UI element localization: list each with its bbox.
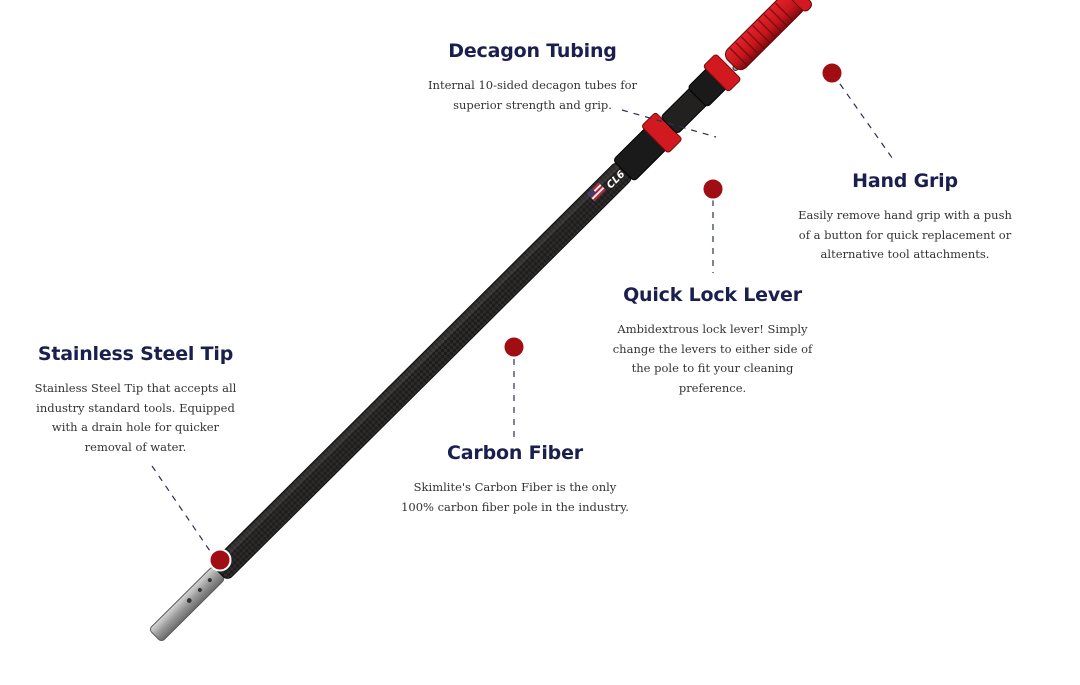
hand-grip bbox=[724, 0, 805, 71]
leader-line-decagon bbox=[621, 109, 717, 138]
hotspot-carbon[interactable] bbox=[502, 335, 526, 359]
tip-hole bbox=[197, 588, 202, 593]
callout-stainless-steel-tip: Stainless Steel Tip Stainless Steel Tip … bbox=[28, 343, 243, 457]
callout-title: Decagon Tubing bbox=[448, 40, 617, 62]
hotspot-handgrip[interactable] bbox=[820, 61, 844, 85]
callout-description: Stainless Steel Tip that accepts all ind… bbox=[34, 381, 237, 454]
callout-carbon-fiber: Carbon Fiber Skimlite's Carbon Fiber is … bbox=[400, 442, 630, 517]
callout-hand-grip: Hand Grip Easily remove hand grip with a… bbox=[795, 170, 1015, 265]
callout-title: Carbon Fiber bbox=[447, 442, 583, 464]
stainless-steel-tip bbox=[149, 567, 225, 642]
callout-description: Internal 10-sided decagon tubes for supe… bbox=[428, 78, 637, 112]
grip-end-cap bbox=[784, 0, 812, 12]
leader-line-handgrip bbox=[839, 83, 896, 163]
callout-description: Ambidextrous lock lever! Simply change t… bbox=[612, 322, 813, 395]
callout-decagon-tubing: Decagon Tubing Internal 10-sided decagon… bbox=[415, 40, 650, 115]
callout-title: Hand Grip bbox=[852, 170, 958, 192]
callout-title: Stainless Steel Tip bbox=[37, 343, 234, 365]
hotspot-quicklock[interactable] bbox=[701, 177, 725, 201]
hotspot-steel[interactable] bbox=[208, 548, 232, 572]
tip-hole bbox=[207, 578, 212, 583]
pole: CL67L bbox=[149, 0, 812, 642]
callout-description: Skimlite's Carbon Fiber is the only 100%… bbox=[401, 480, 629, 514]
callout-quick-lock-lever: Quick Lock Lever Ambidextrous lock lever… bbox=[605, 284, 820, 398]
drain-hole bbox=[186, 598, 192, 603]
leader-line-steel bbox=[151, 465, 211, 552]
callout-title: Quick Lock Lever bbox=[623, 284, 802, 306]
carbon-fiber-shaft bbox=[212, 162, 632, 579]
quick-lock-lever-upper bbox=[703, 54, 741, 92]
callout-description: Easily remove hand grip with a push of a… bbox=[798, 208, 1012, 261]
flag-decal bbox=[587, 182, 606, 202]
